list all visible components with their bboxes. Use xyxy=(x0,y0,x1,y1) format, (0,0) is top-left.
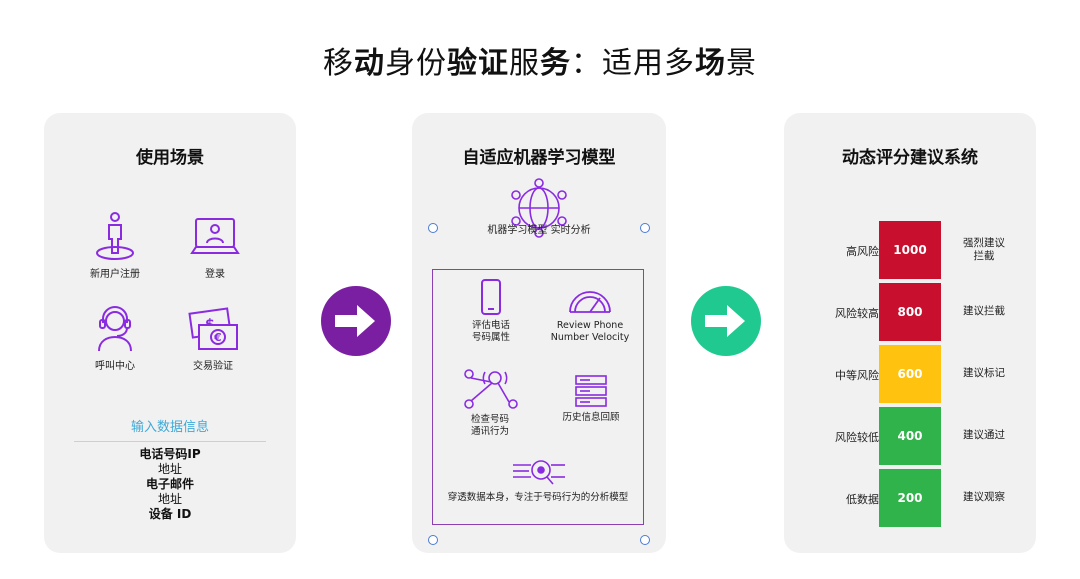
advice: 强烈建议 拦截 xyxy=(954,237,1014,263)
score-row: 高风险 1000 强烈建议 拦截 xyxy=(784,221,1036,279)
feature-phone-velocity: Review Phone Number Velocity xyxy=(545,284,635,344)
scene-login: 登录 xyxy=(170,215,260,280)
input-data-title: 输入数据信息 xyxy=(130,420,209,435)
analysis-features-box: 评估电话 号码属性 Review Phone Number Velocity xyxy=(432,269,644,525)
server-icon xyxy=(575,375,607,407)
scene-label: 登录 xyxy=(205,269,225,280)
advice: 建议观察 xyxy=(963,491,1005,503)
score-row: 风险较低 400 建议通过 xyxy=(784,407,1036,465)
use-cases-card: 使用场景 新用户注册 登录 xyxy=(44,113,296,553)
advice-line: 拦截 xyxy=(973,250,995,262)
score-row: 风险较高 800 建议拦截 xyxy=(784,283,1036,341)
score-value: 600 xyxy=(879,345,941,403)
score-value: 1000 xyxy=(879,221,941,279)
feature-phone-attributes: 评估电话 号码属性 xyxy=(461,278,521,344)
feature-communication-behavior: 检查号码 通讯行为 xyxy=(455,368,525,438)
scene-label: 交易验证 xyxy=(193,361,233,372)
selection-handle xyxy=(640,535,650,545)
svg-text:€: € xyxy=(213,331,222,344)
flow-arrow-1 xyxy=(321,286,391,356)
scene-new-user: 新用户注册 xyxy=(70,211,160,280)
arrow-right-icon xyxy=(705,305,745,337)
feature-label: 评估电话 xyxy=(471,320,510,331)
scene-label: 新用户注册 xyxy=(90,269,140,280)
feature-label: 历史信息回顾 xyxy=(562,412,620,423)
page-title: 移动身份验证服务：适用多场景 xyxy=(323,46,757,81)
selection-handle xyxy=(428,223,438,233)
scoring-title: 动态评分建议系统 xyxy=(842,148,978,168)
network-icon xyxy=(464,369,518,409)
scene-label: 呼叫中心 xyxy=(95,361,135,372)
advice: 建议拦截 xyxy=(963,305,1005,317)
advice: 建议通过 xyxy=(963,429,1005,441)
advice: 建议标记 xyxy=(963,367,1005,379)
money-icon: $ € xyxy=(188,307,238,350)
use-cases-title: 使用场景 xyxy=(136,148,204,168)
score-row: 低数据 200 建议观察 xyxy=(784,469,1036,527)
person-standing-icon xyxy=(96,212,134,260)
input-item: 电子邮件 xyxy=(145,477,194,491)
phone-icon xyxy=(481,279,501,315)
ml-model-card: 自适应机器学习模型 机器学习模型 实时分析 评估电话 号码属性 xyxy=(412,113,666,553)
input-item: 电话号码IP xyxy=(139,447,201,461)
scene-transaction: $ € 交易验证 xyxy=(168,307,258,372)
risk-level: 中等风险 xyxy=(835,369,879,382)
flow-arrow-2 xyxy=(691,286,761,356)
input-item: 地址 xyxy=(157,462,182,476)
feature-history-review: 历史信息回顾 xyxy=(551,374,631,424)
input-data-list: 电话号码IP 地址 电子邮件 地址 设备 ID xyxy=(44,447,296,522)
ml-model-title: 自适应机器学习模型 xyxy=(462,148,616,168)
gauge-icon xyxy=(569,291,611,313)
selection-handle xyxy=(428,535,438,545)
laptop-user-icon xyxy=(190,218,240,254)
risk-level: 高风险 xyxy=(846,245,879,258)
magnifier-data-icon xyxy=(513,460,565,485)
feature-label: 检查号码 xyxy=(470,414,509,425)
score-value: 800 xyxy=(879,283,941,341)
ml-analysis-label: 机器学习模型 实时分析 xyxy=(487,225,591,236)
advice-line: 强烈建议 xyxy=(963,237,1005,249)
feature-label: Number Velocity xyxy=(550,332,630,343)
divider xyxy=(74,441,266,442)
score-value: 400 xyxy=(879,407,941,465)
feature-label: Review Phone xyxy=(556,320,624,331)
feature-label: 通讯行为 xyxy=(470,426,509,437)
input-item: 地址 xyxy=(157,492,182,506)
network-globe-icon xyxy=(511,178,567,238)
scene-call-center: 呼叫中心 xyxy=(70,305,160,372)
selection-handle xyxy=(640,223,650,233)
score-row: 中等风险 600 建议标记 xyxy=(784,345,1036,403)
risk-level: 风险较低 xyxy=(835,431,879,444)
score-value: 200 xyxy=(879,469,941,527)
risk-level: 风险较高 xyxy=(835,307,879,320)
arrow-right-icon xyxy=(335,305,375,337)
risk-level: 低数据 xyxy=(846,493,879,506)
input-item: 设备 ID xyxy=(148,507,192,521)
bottom-model-label: 穿透数据本身，专注于号码行为的分析模型 xyxy=(447,492,629,503)
scoring-card: 动态评分建议系统 高风险 1000 强烈建议 拦截 风险较高 800 建议拦截 … xyxy=(784,113,1036,553)
feature-label: 号码属性 xyxy=(471,332,510,343)
headset-icon xyxy=(98,306,132,352)
